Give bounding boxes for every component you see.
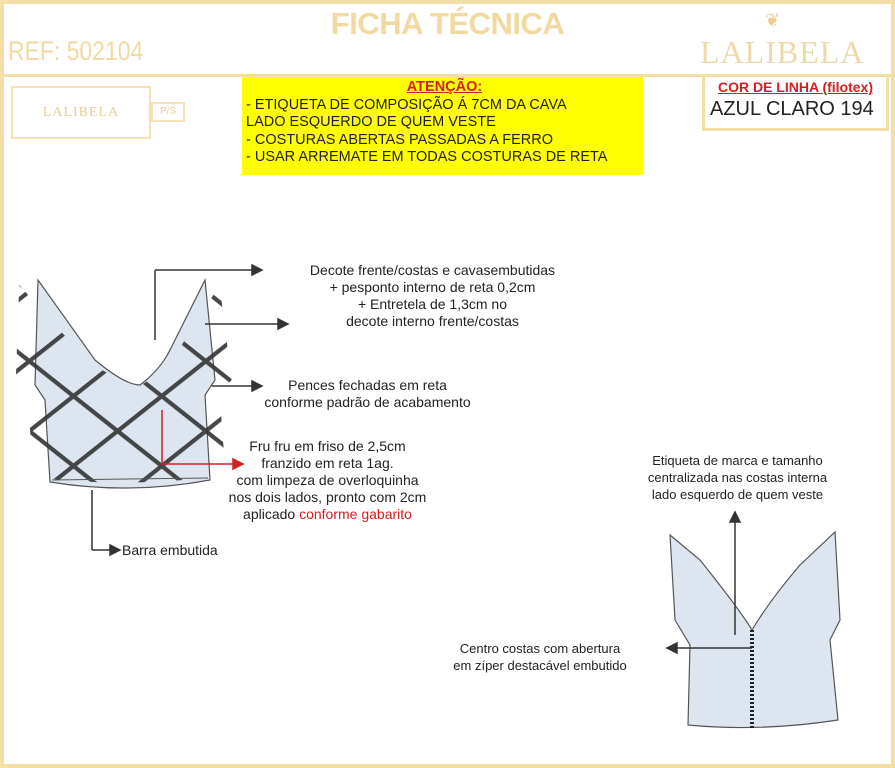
note-frufru: Fru fru em friso de 2,5cm franzido em re… [205, 438, 450, 523]
thread-value: AZUL CLARO 194 [710, 98, 874, 120]
note-line: + Entretela de 1,3cm no [357, 296, 508, 312]
note-red: conforme gabarito [299, 506, 412, 522]
note-barra: Barra embutida [122, 542, 218, 558]
annotation-arrows [91, 263, 752, 655]
brand-logo: LALIBELA [700, 34, 865, 70]
note-pences: Pences fechadas em reta conforme padrão … [245, 377, 490, 411]
thread-color-box: COR DE LINHA (filotex) AZUL CLARO 194 [702, 77, 889, 131]
note-line: lado esquerdo de quem veste [651, 487, 824, 502]
bee-logo-icon: ❦ [765, 10, 781, 30]
attention-box: ATENÇÃO: - ETIQUETA DE COMPOSIÇÃO Á 7CM … [242, 77, 643, 175]
note-line: Etiqueta de marca e tamanho [652, 453, 823, 468]
attention-line: - COSTURAS ABERTAS PASSADAS A FERRO [246, 131, 553, 148]
attention-line: LADO ESQUERDO DE QUEM VESTE [246, 114, 496, 130]
note-line: Centro costas com abertura [459, 641, 621, 656]
back-top-drawing [669, 530, 841, 729]
note-line: Decote frente/costas e cavasembutidas [309, 262, 556, 278]
note-line: + pesponto interno de reta 0,2cm [329, 279, 536, 295]
note-line: Pences fechadas em reta [288, 377, 447, 393]
note-line: aplicado [243, 506, 300, 522]
note-line: centralizada nas costas interna [647, 470, 828, 485]
brand-label: LALIBELA [11, 86, 151, 139]
header-divider [0, 74, 895, 77]
page-title: FICHA TÉCNICA [330, 6, 565, 41]
thread-heading: COR DE LINHA (filotex) [717, 79, 874, 95]
note-line: nos dois lados, pronto com 2cm [228, 489, 427, 505]
attention-line: - USAR ARREMATE EM TODAS COSTURAS DE RET… [246, 149, 608, 165]
note-line: em zíper destacável embutido [453, 658, 627, 673]
size-label: P/S [151, 102, 185, 122]
attention-line: - ETIQUETA DE COMPOSIÇÃO Á 7CM DA CAVA [246, 96, 567, 113]
note-line: franzido em reta 1ag. [261, 455, 394, 471]
note-line: conforme padrão de acabamento [264, 394, 471, 410]
note-line: decote interno frente/costas [346, 313, 519, 329]
note-line: com limpeza de overloquinha [236, 472, 419, 488]
frufru-arrow [161, 410, 245, 471]
reference-number: REF: 502104 [8, 36, 144, 66]
note-centro: Centro costas com abertura em zíper dest… [425, 640, 655, 674]
attention-heading: ATENÇÃO: [406, 79, 483, 95]
note-etiqueta: Etiqueta de marca e tamanho centralizada… [630, 452, 845, 503]
note-line: Fru fru em friso de 2,5cm [249, 438, 406, 454]
note-decote: Decote frente/costas e cavasembutidas + … [265, 262, 600, 330]
